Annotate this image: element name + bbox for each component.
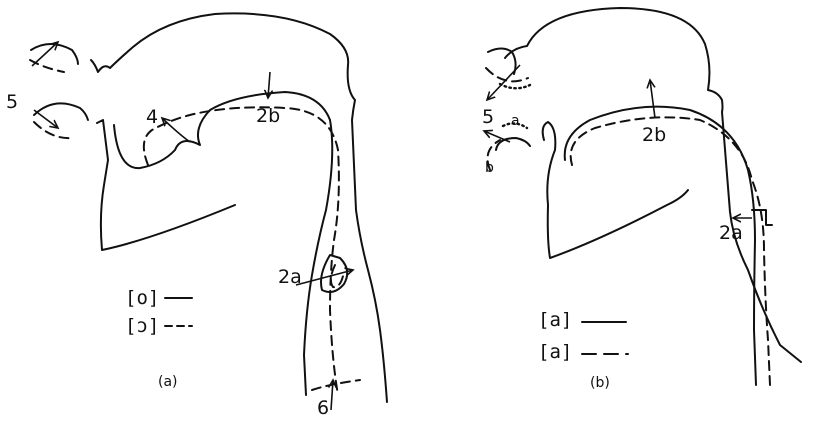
label-6-a: 6 [317, 397, 329, 419]
head-profile-a [91, 13, 387, 402]
legend-b-dashed-label: [a] [538, 341, 572, 363]
tongue-a-dashed [144, 107, 339, 395]
arrow-4-a [162, 118, 190, 142]
label-5-b: 5 [482, 106, 494, 128]
legend-a: [o] [ɔ] [125, 287, 192, 337]
label-b-b: b [485, 160, 494, 176]
lower-lip-a [34, 103, 88, 120]
caption-b: (b) [590, 375, 610, 391]
arrow-2b-b [650, 80, 655, 118]
lower-lip-b [496, 138, 530, 150]
label-2b-a: 2b [256, 105, 280, 127]
arrow-a-b [484, 131, 510, 142]
arrow-5-top-a [32, 42, 58, 66]
caption-a: (a) [158, 374, 178, 390]
panel-b: 5 a b 2b 2a [a] [a] (b) [482, 8, 801, 391]
jaw-a [97, 120, 235, 250]
arrow-5-b [487, 65, 520, 100]
tongue-b [565, 107, 756, 385]
upper-lip-b [488, 49, 516, 75]
label-4-a: 4 [146, 106, 158, 128]
label-a-b: a [511, 113, 520, 129]
upper-lip-a-dashed [30, 60, 64, 72]
legend-b: [a] [a] [538, 309, 628, 363]
label-2a-a: 2a [278, 266, 302, 288]
legend-a-dashed-label: [ɔ] [125, 315, 159, 337]
label-2b-b: 2b [642, 124, 666, 146]
legend-a-solid-label: [o] [125, 287, 159, 309]
label-2a-b: 2a [719, 222, 743, 244]
label-5-a: 5 [6, 91, 18, 113]
panel-a: 5 4 2b 2a 6 [o] [ɔ] (a) [6, 13, 387, 419]
upper-lip-b-dotted [500, 84, 530, 88]
tongue-a [114, 92, 332, 395]
legend-b-solid-label: [a] [538, 309, 572, 331]
jaw-b [543, 122, 688, 258]
